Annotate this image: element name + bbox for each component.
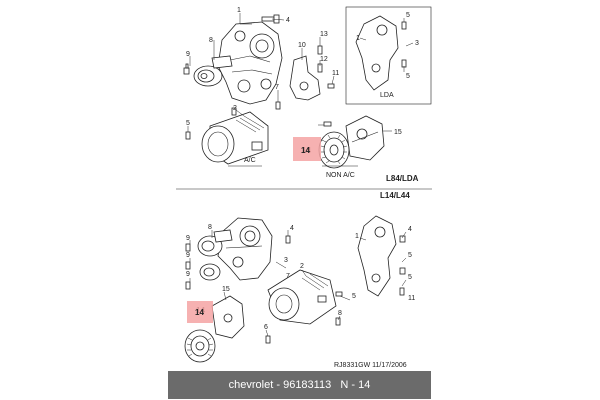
callout-bot-11: 11 bbox=[408, 295, 415, 302]
non-ac-pump bbox=[345, 115, 385, 161]
highlight-label-14-top: 14 bbox=[301, 146, 310, 155]
callout-bot-8: 8 bbox=[208, 224, 212, 231]
callout-top-10: 10 bbox=[298, 42, 306, 49]
callout-bot-7: 7 bbox=[286, 273, 290, 280]
callout-top-15: 15 bbox=[394, 129, 402, 136]
callout-top-2: 2 bbox=[233, 105, 237, 112]
bottom-idler-pulley-a bbox=[197, 229, 233, 257]
callout-top-8: 8 bbox=[209, 37, 213, 44]
highlight-part-14-bottom bbox=[187, 301, 213, 323]
callout-top-5a: 5 bbox=[186, 120, 190, 127]
callout-bot-1: 1 bbox=[355, 233, 359, 240]
callout-top-13: 13 bbox=[320, 31, 328, 38]
label-non-ac: NON A/C bbox=[326, 172, 355, 179]
callout-bot-3: 3 bbox=[284, 257, 288, 264]
callout-bot-5c: 5 bbox=[408, 274, 412, 281]
top-engine-bracket bbox=[217, 21, 283, 105]
callout-lda-1: 1 bbox=[356, 35, 360, 42]
callout-top-11: 11 bbox=[332, 70, 339, 77]
bottom-leader-lines bbox=[189, 230, 407, 337]
highlight-part-14-top bbox=[293, 137, 321, 161]
part-number-footer: chevrolet - 96183113 N - 14 bbox=[168, 371, 431, 399]
footer-brand: chevrolet bbox=[228, 379, 274, 391]
footer-part-number: 96183113 bbox=[283, 379, 332, 391]
callout-top-7: 7 bbox=[275, 84, 279, 91]
top-bolt-5-left bbox=[185, 131, 191, 140]
top-bolt-4 bbox=[261, 14, 280, 24]
callout-lda-5a: 5 bbox=[406, 12, 410, 19]
highlight-label-14-bottom: 14 bbox=[195, 308, 204, 317]
callout-bot-6: 6 bbox=[264, 324, 268, 331]
callout-bot-15: 15 bbox=[222, 286, 230, 293]
callout-top-12: 12 bbox=[320, 56, 328, 63]
bottom-bolts-misc bbox=[265, 291, 343, 344]
top-bolt-7 bbox=[231, 101, 281, 116]
callout-bot-9c: 9 bbox=[186, 271, 190, 278]
bottom-bracket-15 bbox=[211, 295, 245, 339]
top-leader-lines bbox=[187, 13, 414, 167]
top-idler-pulley bbox=[193, 55, 233, 87]
callout-bot-4: 4 bbox=[290, 225, 294, 232]
callout-lda-3: 3 bbox=[415, 40, 419, 47]
footer-ref-label: N - 14 bbox=[340, 379, 371, 391]
callout-bot-9a: 9 bbox=[186, 235, 190, 242]
callout-lda-5b: 5 bbox=[406, 73, 410, 80]
bottom-engine-bracket bbox=[217, 217, 273, 281]
callout-top-4: 4 bbox=[286, 17, 290, 24]
callout-top-1: 1 bbox=[237, 7, 241, 14]
top-small-bracket bbox=[289, 45, 335, 101]
label-l14: L14/L44 bbox=[380, 191, 410, 200]
callout-bot-5b: 5 bbox=[408, 252, 412, 259]
label-ac: A/C bbox=[244, 157, 256, 164]
callout-top-9: 9 bbox=[186, 51, 190, 58]
drawing-reference: RJ8331GW 11/17/2006 bbox=[334, 362, 407, 369]
lda-inset-box bbox=[345, 6, 432, 105]
callout-bot-8b: 8 bbox=[338, 310, 342, 317]
bottom-right-bracket bbox=[357, 215, 406, 297]
bottom-idler-pulley-b bbox=[199, 263, 221, 281]
label-l84: L84/LDA bbox=[386, 174, 419, 183]
bottom-ac-compressor bbox=[267, 269, 337, 325]
non-ac-pulley bbox=[318, 131, 350, 169]
callout-bot-5a: 5 bbox=[352, 293, 356, 300]
top-bolt-5-right bbox=[323, 121, 332, 127]
label-lda: LDA bbox=[380, 92, 394, 99]
callout-bot-2: 2 bbox=[300, 263, 304, 270]
callout-bot-9b: 9 bbox=[186, 252, 190, 259]
top-bolt-9 bbox=[183, 63, 190, 75]
bottom-pulley-14 bbox=[184, 329, 216, 363]
footer-separator: - bbox=[273, 379, 284, 391]
lda-bracket bbox=[355, 15, 407, 91]
ac-compressor bbox=[201, 111, 269, 165]
callout-bot-4b: 4 bbox=[408, 226, 412, 233]
footer-spacer bbox=[331, 379, 340, 391]
